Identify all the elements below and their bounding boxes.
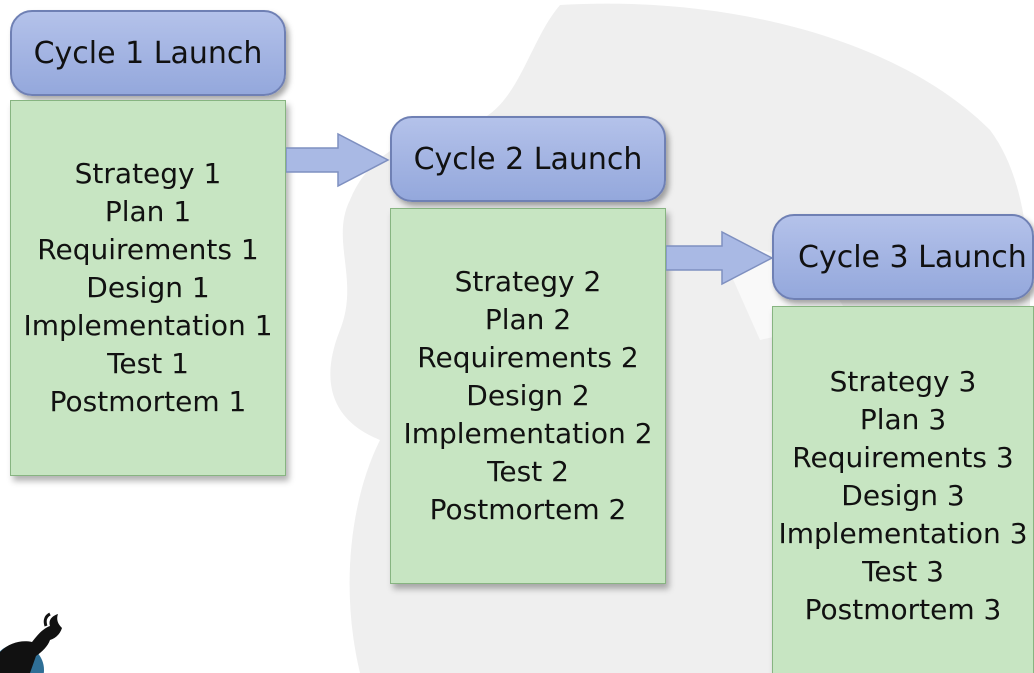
cycle-1-step-implementation: Implementation 1 xyxy=(23,309,273,342)
cycle-3-step-test: Test 3 xyxy=(862,555,944,588)
cycle-3-step-plan: Plan 3 xyxy=(859,403,947,436)
cycle-2-step-postmortem: Postmortem 2 xyxy=(429,493,627,526)
cycle-3-step-requirements: Requirements 3 xyxy=(792,441,1014,474)
cycle-1-step-strategy: Strategy 1 xyxy=(74,157,222,190)
cycle-3-steps-box: Strategy 3 Plan 3 Requirements 3 Design … xyxy=(772,306,1034,673)
cycle-2-steps-box: Strategy 2 Plan 2 Requirements 2 Design … xyxy=(390,208,666,584)
cycle-2-step-design: Design 2 xyxy=(466,379,590,412)
cycle-2-launch: Cycle 2 Launch xyxy=(390,116,666,202)
goat-logo-icon xyxy=(0,612,62,673)
cycle-3-step-implementation: Implementation 3 xyxy=(778,517,1028,550)
cycle-3-launch: Cycle 3 Launch xyxy=(772,214,1034,300)
cycle-3-step-postmortem: Postmortem 3 xyxy=(804,593,1002,626)
cycle-1-launch: Cycle 1 Launch xyxy=(10,10,286,96)
cycle-3-steps-list: Strategy 3 Plan 3 Requirements 3 Design … xyxy=(778,363,1027,629)
cycle-1-step-requirements: Requirements 1 xyxy=(37,233,259,266)
cycle-3-step-design: Design 3 xyxy=(841,479,965,512)
cycle-2-step-implementation: Implementation 2 xyxy=(403,417,653,450)
arrow-cycle-2-to-3 xyxy=(666,230,774,286)
cycle-2-step-test: Test 2 xyxy=(487,455,569,488)
cycle-3-step-strategy: Strategy 3 xyxy=(829,365,977,398)
cycle-2-step-strategy: Strategy 2 xyxy=(454,265,602,298)
cycle-2-step-plan: Plan 2 xyxy=(484,303,572,336)
cycle-1-step-design: Design 1 xyxy=(86,271,210,304)
cycle-3-launch-label: Cycle 3 Launch xyxy=(798,239,1027,275)
cycle-1-step-test: Test 1 xyxy=(107,347,189,380)
cycle-1-step-postmortem: Postmortem 1 xyxy=(49,385,247,418)
cycle-1-steps-list: Strategy 1 Plan 1 Requirements 1 Design … xyxy=(23,155,272,421)
cycle-2-step-requirements: Requirements 2 xyxy=(417,341,639,374)
cycle-2-steps-list: Strategy 2 Plan 2 Requirements 2 Design … xyxy=(403,263,652,529)
cycle-2-launch-label: Cycle 2 Launch xyxy=(413,141,643,177)
cycle-1-step-plan: Plan 1 xyxy=(104,195,192,228)
arrow-cycle-1-to-2 xyxy=(286,132,390,188)
cycle-1-steps-box: Strategy 1 Plan 1 Requirements 1 Design … xyxy=(10,100,286,476)
cycle-1-launch-label: Cycle 1 Launch xyxy=(33,35,263,71)
